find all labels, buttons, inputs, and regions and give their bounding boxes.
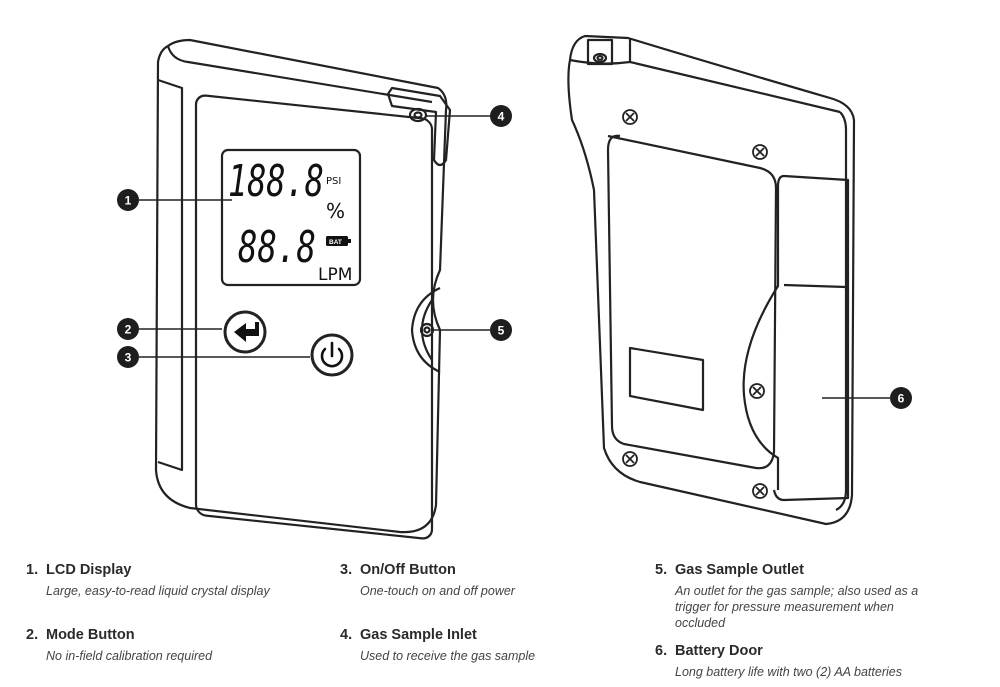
- battery-icon: BAT: [326, 236, 351, 246]
- lcd-top-digits: 188.8: [228, 156, 324, 207]
- legend-number: 5.: [655, 562, 668, 578]
- legend-description: Used to receive the gas sample: [360, 649, 536, 663]
- battery-label: BAT: [329, 239, 342, 246]
- callout-marker-3: 3: [117, 346, 139, 368]
- legend-title-text: LCD Display: [46, 562, 132, 578]
- legend-description: No in-field calibration required: [46, 649, 213, 663]
- legend-title: 6. Battery Door: [655, 643, 975, 659]
- legend-title-text: Gas Sample Inlet: [360, 627, 477, 643]
- callout-marker-1: 1: [117, 189, 139, 211]
- legend-number: 6.: [655, 643, 668, 659]
- legend-number: 2.: [26, 627, 39, 643]
- lcd-lpm-label: LPM: [318, 265, 352, 285]
- svg-text:1: 1: [125, 194, 132, 208]
- callout-marker-2: 2: [117, 318, 139, 340]
- legend-number: 1.: [26, 562, 39, 578]
- device-diagram: 188.8 PSI % 88.8 BAT LPM: [117, 34, 912, 540]
- device-front-view: [154, 38, 452, 540]
- svg-text:5: 5: [498, 324, 505, 338]
- legend-title: 1. LCD Display: [26, 562, 326, 578]
- legend-description: Large, easy-to-read liquid crystal displ…: [46, 584, 270, 598]
- legend-title: 3. On/Off Button: [340, 562, 640, 578]
- svg-text:3: 3: [125, 351, 132, 365]
- legend-description: Long battery life with two (2) AA batter…: [675, 665, 902, 679]
- lcd-bottom-digits: 88.8: [238, 222, 316, 273]
- legend-title-text: Battery Door: [675, 643, 763, 659]
- legend-item-gas-sample-inlet: 4. Gas Sample Inlet Used to receive the g…: [340, 627, 640, 664]
- legend-description: One-touch on and off power: [360, 584, 515, 598]
- legend-description: An outlet for the gas sample; also used …: [675, 584, 919, 630]
- legend-item-gas-sample-outlet: 5. Gas Sample Outlet An outlet for the ga…: [655, 562, 955, 631]
- callout-marker-5: 5: [490, 319, 512, 341]
- svg-text:6: 6: [898, 392, 905, 406]
- svg-text:4: 4: [498, 110, 505, 124]
- screw-icon: [622, 109, 768, 499]
- svg-text:2: 2: [125, 323, 132, 337]
- lcd-percent-label: %: [326, 199, 345, 223]
- legend-number: 4.: [340, 627, 353, 643]
- legend-number: 3.: [340, 562, 353, 578]
- lcd-psi-label: PSI: [326, 176, 341, 187]
- callout-marker-4: 4: [490, 105, 512, 127]
- legend-item-lcd-display: 1. LCD Display Large, easy-to-read liquid…: [26, 562, 326, 599]
- legend-title-text: Mode Button: [46, 627, 135, 643]
- mode-arrow-icon: [234, 322, 259, 342]
- power-icon: [320, 341, 344, 368]
- legend-item-battery-door: 6. Battery Door Long battery life with tw…: [655, 643, 975, 680]
- legend-title: 5. Gas Sample Outlet: [655, 562, 955, 578]
- legend-item-on-off-button: 3. On/Off Button One-touch on and off pow…: [340, 562, 640, 599]
- device-back-view: [567, 34, 856, 526]
- legend-item-mode-button: 2. Mode Button No in-field calibration re…: [26, 627, 326, 664]
- callout-marker-6: 6: [890, 387, 912, 409]
- legend-title-text: Gas Sample Outlet: [675, 562, 804, 578]
- legend-title: 2. Mode Button: [26, 627, 326, 643]
- legend-title: 4. Gas Sample Inlet: [340, 627, 640, 643]
- legend-title-text: On/Off Button: [360, 562, 456, 578]
